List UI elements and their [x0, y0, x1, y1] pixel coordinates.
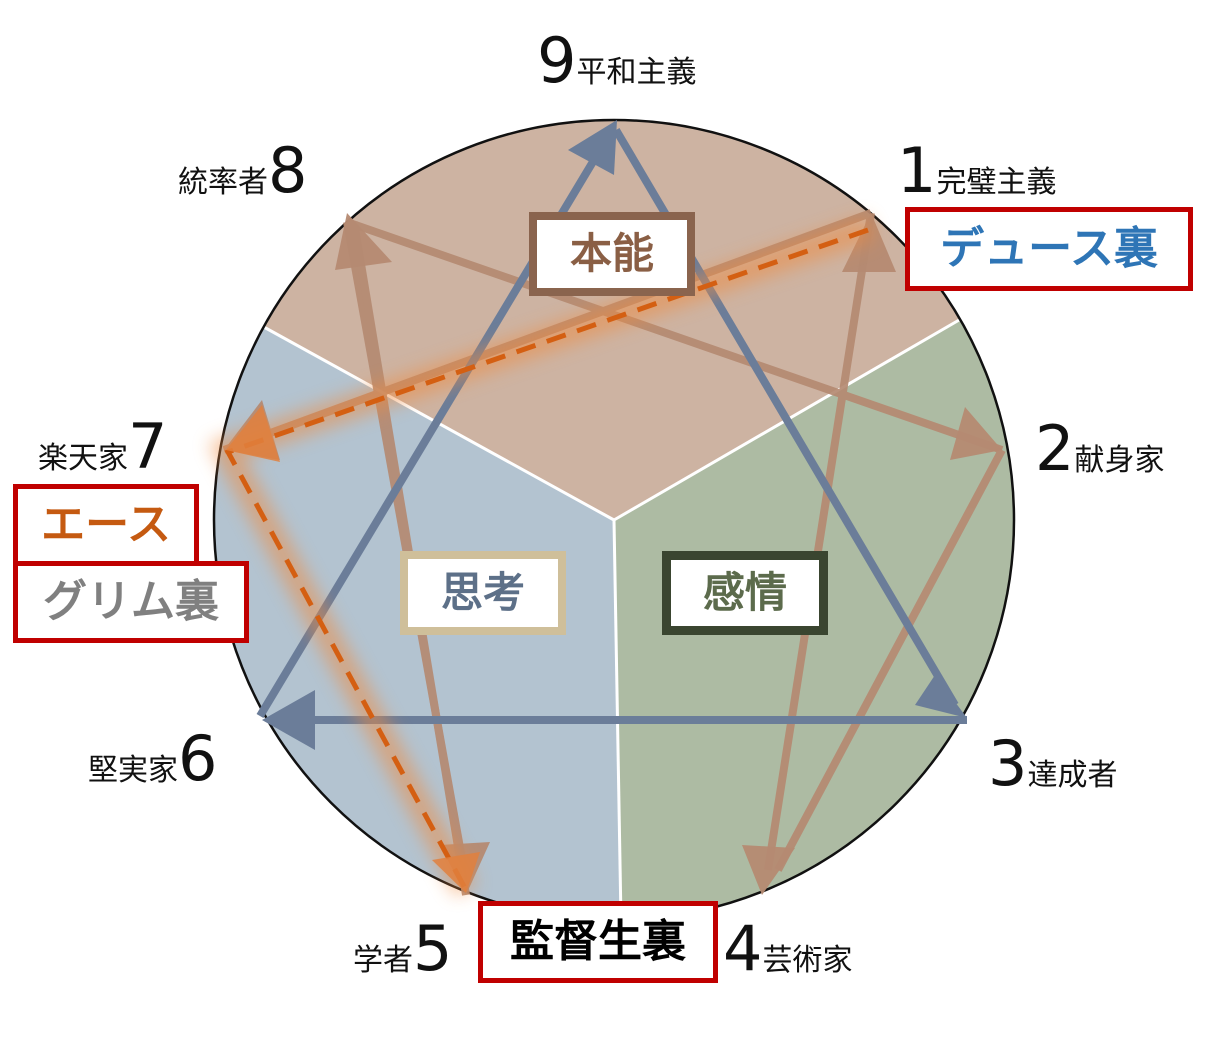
- tag-label: エース: [41, 499, 171, 550]
- point-name: 平和主義: [576, 55, 697, 90]
- tag-grim-ura: グリム裏: [13, 561, 249, 643]
- tag-label: 監督生裏: [510, 916, 686, 967]
- instinct-label: 本能: [569, 229, 654, 278]
- point-3-label: 3達成者: [988, 733, 1117, 795]
- highlight-arrowheads: [226, 405, 480, 893]
- point-5-label: 学者5: [353, 918, 452, 980]
- tag-kantokusei-ura: 監督生裏: [478, 901, 718, 983]
- tag-label: グリム裏: [43, 576, 219, 627]
- point-number: 9: [537, 24, 577, 97]
- point-name: 献身家: [1074, 443, 1165, 478]
- point-number: 6: [178, 722, 218, 795]
- feeling-center-box: 感情: [662, 551, 828, 635]
- point-4-label: 4芸術家: [723, 918, 852, 980]
- point-1-label: 1完璧主義: [897, 140, 1056, 202]
- tag-label: デュース裏: [940, 223, 1158, 274]
- highlighted-path: [224, 227, 869, 892]
- point-name: 統率者: [178, 165, 268, 200]
- point-2-label: 2献身家: [1035, 418, 1164, 480]
- point-name: 堅実家: [88, 753, 178, 788]
- point-number: 2: [1035, 412, 1075, 485]
- point-number: 4: [723, 912, 763, 985]
- thinking-center-box: 思考: [400, 551, 566, 635]
- point-name: 楽天家: [38, 441, 128, 476]
- feeling-label: 感情: [702, 568, 787, 617]
- point-name: 学者: [353, 943, 413, 978]
- triangle-arrowheads: [262, 120, 967, 750]
- point-number: 5: [413, 912, 453, 985]
- point-number: 3: [988, 727, 1028, 800]
- point-number: 1: [897, 134, 937, 207]
- point-name: 達成者: [1027, 758, 1118, 793]
- point-name: 芸術家: [762, 943, 853, 978]
- point-number: 7: [128, 410, 168, 483]
- point-name: 完璧主義: [936, 165, 1057, 200]
- point-number: 8: [268, 134, 308, 207]
- point-6-label: 堅実家6: [88, 728, 217, 790]
- point-8-label: 統率者8: [178, 140, 307, 202]
- tag-deuce-ura: デュース裏: [905, 207, 1193, 291]
- tag-ace: エース: [13, 484, 199, 566]
- thinking-label: 思考: [440, 568, 525, 617]
- point-7-label: 楽天家7: [38, 416, 167, 478]
- point-9-label: 9平和主義: [537, 30, 696, 92]
- instinct-center-box: 本能: [529, 212, 695, 296]
